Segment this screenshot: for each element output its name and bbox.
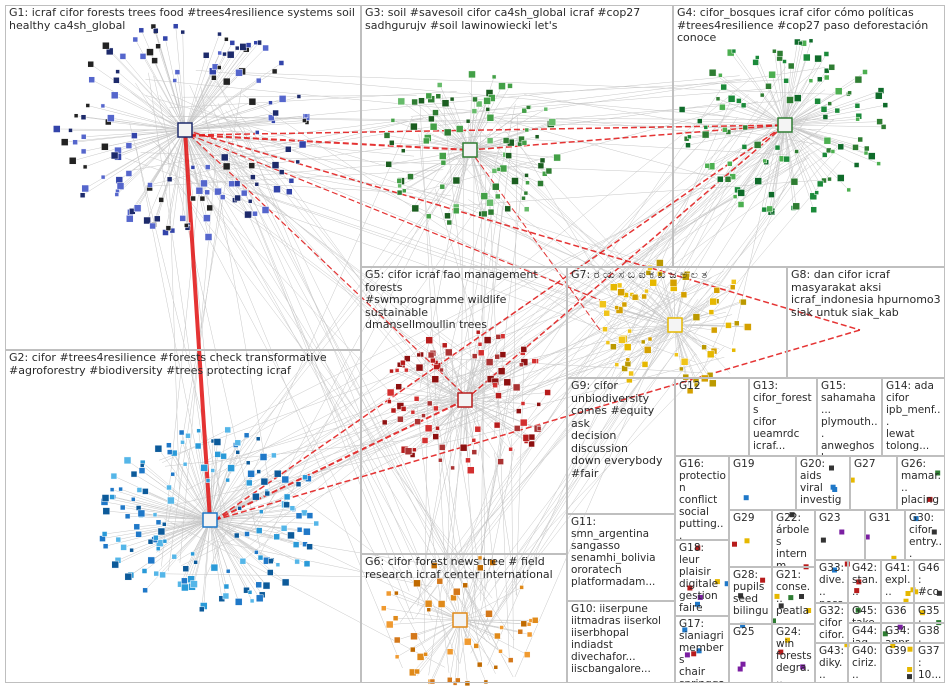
group-g18[interactable]: G18: leur plaisir digitale gestion faire… bbox=[675, 540, 729, 616]
group-g42[interactable]: G42: stan... bbox=[848, 560, 881, 603]
group-label: G25 bbox=[733, 626, 755, 638]
group-g22[interactable]: G22: árboles internm... urgent... bbox=[772, 510, 815, 567]
group-label: G3: soil #savesoil cifor ca4sh_global ic… bbox=[365, 6, 641, 32]
group-g21[interactable]: G21: conse... peatla... policie... bbox=[772, 567, 815, 624]
group-g9[interactable]: G9: cifor unbiodiversity comes #equity a… bbox=[567, 378, 675, 514]
group-g28[interactable]: G28: pupils seed bilingu... bbox=[729, 567, 772, 624]
group-label: G11: smn_argentina sangasso senamhi_boli… bbox=[571, 516, 656, 588]
group-label: G7: ರ ಯ ಸ ಬ ಪ ಕ ಖ ಜ ಅ ಲ ತ bbox=[571, 268, 708, 281]
group-g5[interactable]: G5: cifor icraf fao management forests #… bbox=[361, 267, 567, 554]
group-g27[interactable]: G27 bbox=[850, 456, 897, 510]
group-label: G30: cifor entry... bbox=[909, 512, 942, 560]
group-label: G42: stan... bbox=[852, 562, 879, 598]
group-g23[interactable]: G23 bbox=[815, 510, 865, 560]
group-label: G40: ciriz... bbox=[852, 645, 878, 681]
group-label: G46: #co... bbox=[918, 562, 940, 602]
group-g31[interactable]: G31 bbox=[865, 510, 905, 560]
group-g15[interactable]: G15: sahamaha... plymouth... anweghosh r… bbox=[817, 378, 882, 456]
group-label: G36 bbox=[885, 605, 907, 617]
group-label: G24: win forests degra... bbox=[776, 626, 812, 683]
group-g7[interactable]: G7: ರ ಯ ಸ ಬ ಪ ಕ ಖ ಜ ಅ ಲ ತ bbox=[567, 267, 787, 378]
group-label: G31 bbox=[869, 512, 891, 524]
group-g8[interactable]: G8: dan cifor icraf masyarakat aksi icra… bbox=[787, 267, 945, 378]
group-g39[interactable]: G39 bbox=[881, 643, 914, 683]
group-g33[interactable]: G33: dive... poss... bbox=[815, 560, 848, 603]
group-g34[interactable]: G34: appr... bbox=[881, 623, 914, 643]
group-label: G26: mamar... placing... bbox=[901, 458, 942, 509]
group-label: G13: cifor_forests cifor ueamrdc icraf..… bbox=[753, 380, 812, 452]
group-g41[interactable]: G41: expl... bbox=[881, 560, 914, 603]
group-g44[interactable]: G44: jag bbox=[848, 623, 881, 643]
group-label: G19 bbox=[733, 458, 755, 470]
group-label: G38: ikli... bbox=[918, 625, 940, 643]
group-label: G44: jag bbox=[852, 625, 878, 643]
group-g40[interactable]: G40: ciriz... bbox=[848, 643, 881, 683]
group-g13[interactable]: G13: cifor_forests cifor ueamrdc icraf..… bbox=[749, 378, 817, 456]
group-label: G37: 10... bbox=[918, 645, 942, 681]
group-g46[interactable]: G46: #co... bbox=[914, 560, 945, 603]
group-label: G17: sianiagri members chair springga... bbox=[679, 618, 725, 682]
group-label: G27 bbox=[854, 458, 876, 470]
group-label: G43: diky... bbox=[819, 645, 845, 681]
group-g26[interactable]: G26: mamar... placing... bbox=[897, 456, 945, 510]
group-label: G28: pupils seed bilingu... bbox=[733, 569, 769, 624]
group-g24[interactable]: G24: win forests degra... bbox=[772, 624, 815, 683]
group-label: G10: iiserpune iitmadras iiserkol iiserb… bbox=[571, 603, 661, 675]
group-g19[interactable]: G19 bbox=[729, 456, 796, 510]
group-g3[interactable]: G3: soil #savesoil cifor ca4sh_global ic… bbox=[361, 5, 673, 267]
group-label: G4: cifor_bosques icraf cifor cómo polít… bbox=[677, 6, 929, 44]
group-g45[interactable]: G45: take... bbox=[848, 603, 881, 623]
group-g6[interactable]: G6: cifor forest news tree # field resea… bbox=[361, 554, 567, 683]
group-label: G2: cifor #trees4resilience #forests che… bbox=[9, 351, 327, 377]
group-label: G39 bbox=[885, 645, 907, 657]
group-label: G33: dive... poss... bbox=[819, 562, 845, 602]
group-label: G23 bbox=[819, 512, 841, 524]
group-g12[interactable]: G12 bbox=[675, 378, 749, 456]
group-label: G22: árboles internm... urgent... bbox=[776, 512, 810, 567]
group-g2[interactable]: G2: cifor #trees4resilience #forests che… bbox=[5, 350, 361, 683]
group-label: G21: conse... peatla... policie... bbox=[776, 569, 811, 624]
group-g11[interactable]: G11: smn_argentina sangasso senamhi_boli… bbox=[567, 514, 675, 601]
group-g14[interactable]: G14: ada cifor ipb_menf... lewat tolong.… bbox=[882, 378, 945, 456]
group-label: G14: ada cifor ipb_menf... lewat tolong.… bbox=[886, 380, 941, 452]
group-label: G1: icraf cifor forests trees food #tree… bbox=[9, 6, 355, 32]
group-g32[interactable]: G32: cifor cifor... bbox=[815, 603, 848, 643]
group-g37[interactable]: G37: 10... bbox=[914, 643, 945, 683]
group-label: G5: cifor icraf fao management forests #… bbox=[365, 268, 538, 331]
group-label: G6: cifor forest news tree # field resea… bbox=[365, 555, 553, 581]
group-label: G8: dan cifor icraf masyarakat aksi icra… bbox=[791, 268, 941, 319]
group-g17[interactable]: G17: sianiagri members chair springga... bbox=[675, 616, 729, 683]
group-label: G16: protection conflict social putting.… bbox=[679, 458, 726, 540]
group-g16[interactable]: G16: protection conflict social putting.… bbox=[675, 456, 729, 540]
group-g38[interactable]: G38: ikli... bbox=[914, 623, 945, 643]
group-g35[interactable]: G35: chit... bbox=[914, 603, 945, 623]
group-label: G35: chit... bbox=[918, 605, 940, 623]
group-g10[interactable]: G10: iiserpune iitmadras iiserkol iiserb… bbox=[567, 601, 675, 683]
group-g36[interactable]: G36 bbox=[881, 603, 914, 623]
group-g25[interactable]: G25 bbox=[729, 624, 772, 683]
group-label: G45: take... bbox=[852, 605, 878, 623]
group-g4[interactable]: G4: cifor_bosques icraf cifor cómo polít… bbox=[673, 5, 945, 267]
group-label: G20: aids viral investiga... bbox=[800, 458, 842, 509]
group-label: G41: expl... bbox=[885, 562, 911, 598]
group-g20[interactable]: G20: aids viral investiga... bbox=[796, 456, 850, 510]
group-label: G34: appr... bbox=[885, 625, 911, 643]
group-label: G32: cifor cifor... bbox=[819, 605, 845, 642]
group-label: G12 bbox=[679, 380, 701, 392]
group-label: G18: leur plaisir digitale gestion faire… bbox=[679, 542, 719, 615]
group-label: G29 bbox=[733, 512, 755, 524]
group-g30[interactable]: G30: cifor entry... bbox=[905, 510, 945, 560]
group-g29[interactable]: G29 bbox=[729, 510, 772, 567]
group-label: G9: cifor unbiodiversity comes #equity a… bbox=[571, 379, 663, 480]
group-g43[interactable]: G43: diky... bbox=[815, 643, 848, 683]
group-label: G15: sahamaha... plymouth... anweghosh r… bbox=[821, 380, 878, 455]
group-g1[interactable]: G1: icraf cifor forests trees food #tree… bbox=[5, 5, 361, 350]
